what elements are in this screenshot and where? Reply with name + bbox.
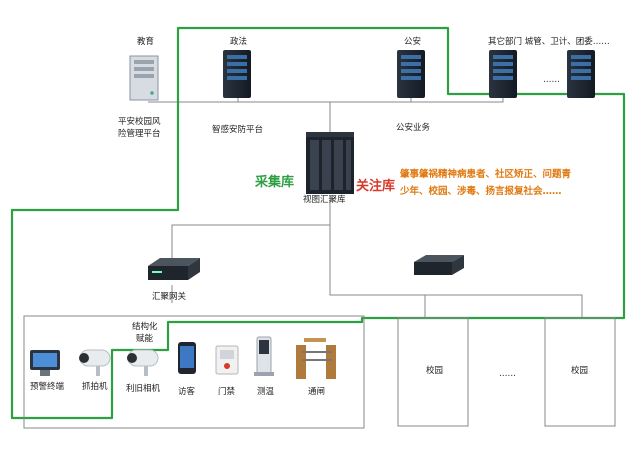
police-caption: 公安业务	[396, 123, 431, 133]
education-caption-1: 平安校园风	[118, 117, 161, 127]
device-label: 测温	[257, 387, 275, 397]
turnstile-icon	[296, 338, 336, 379]
focus-desc-line2: 少年、校园、涉毒、扬言报复社会……	[400, 186, 562, 197]
bullet-camera-icon	[79, 349, 111, 376]
education-caption-2: 险管理平台	[118, 129, 161, 139]
structure-label-2: 赋能	[136, 334, 154, 344]
other-ellipsis: ……	[543, 75, 560, 85]
police-server-icon	[397, 50, 425, 98]
education-title: 教育	[137, 37, 155, 47]
gateway-caption: 汇聚网关	[152, 292, 187, 302]
campus-ellipsis: ……	[499, 369, 516, 379]
access-control-icon	[215, 345, 239, 375]
campus-box-left	[397, 317, 469, 427]
bullet-camera-icon-2	[127, 349, 159, 376]
device-label: 通闸	[308, 387, 326, 397]
device-label: 访客	[178, 387, 196, 397]
structure-label-1: 结构化	[132, 322, 158, 332]
campus-right-label: 校园	[571, 366, 589, 376]
police-title: 公安	[404, 37, 422, 47]
tablet-icon	[30, 350, 60, 376]
school-device-box	[23, 315, 365, 429]
focus-label: 关注库	[356, 179, 396, 194]
device-label: 抓拍机	[82, 382, 108, 392]
hub-caption: 视图汇聚库	[303, 195, 346, 205]
temperature-kiosk-icon	[254, 336, 274, 376]
other-server-icon	[489, 50, 517, 98]
device-label: 预警终端	[30, 382, 65, 392]
device-label: 利旧相机	[126, 384, 161, 394]
device-label: 门禁	[218, 387, 236, 397]
hub-rack-icon	[306, 132, 354, 194]
phone-icon	[178, 342, 196, 374]
router-device-icon	[414, 255, 464, 275]
gateway-device-icon	[148, 258, 200, 280]
law-caption: 智感安防平台	[212, 125, 264, 135]
law-title: 政法	[230, 37, 248, 47]
law-server-icon	[223, 50, 251, 98]
focus-desc-line1: 肇事肇祸精神病患者、社区矫正、问题青	[400, 169, 572, 180]
campus-box-right	[544, 317, 616, 427]
campus-left-label: 校园	[426, 366, 444, 376]
education-server-icon	[129, 55, 159, 101]
other-title: 其它部门 城管、卫计、团委……	[488, 37, 610, 47]
other-server-icon-2	[567, 50, 595, 98]
collect-label: 采集库	[255, 175, 295, 190]
